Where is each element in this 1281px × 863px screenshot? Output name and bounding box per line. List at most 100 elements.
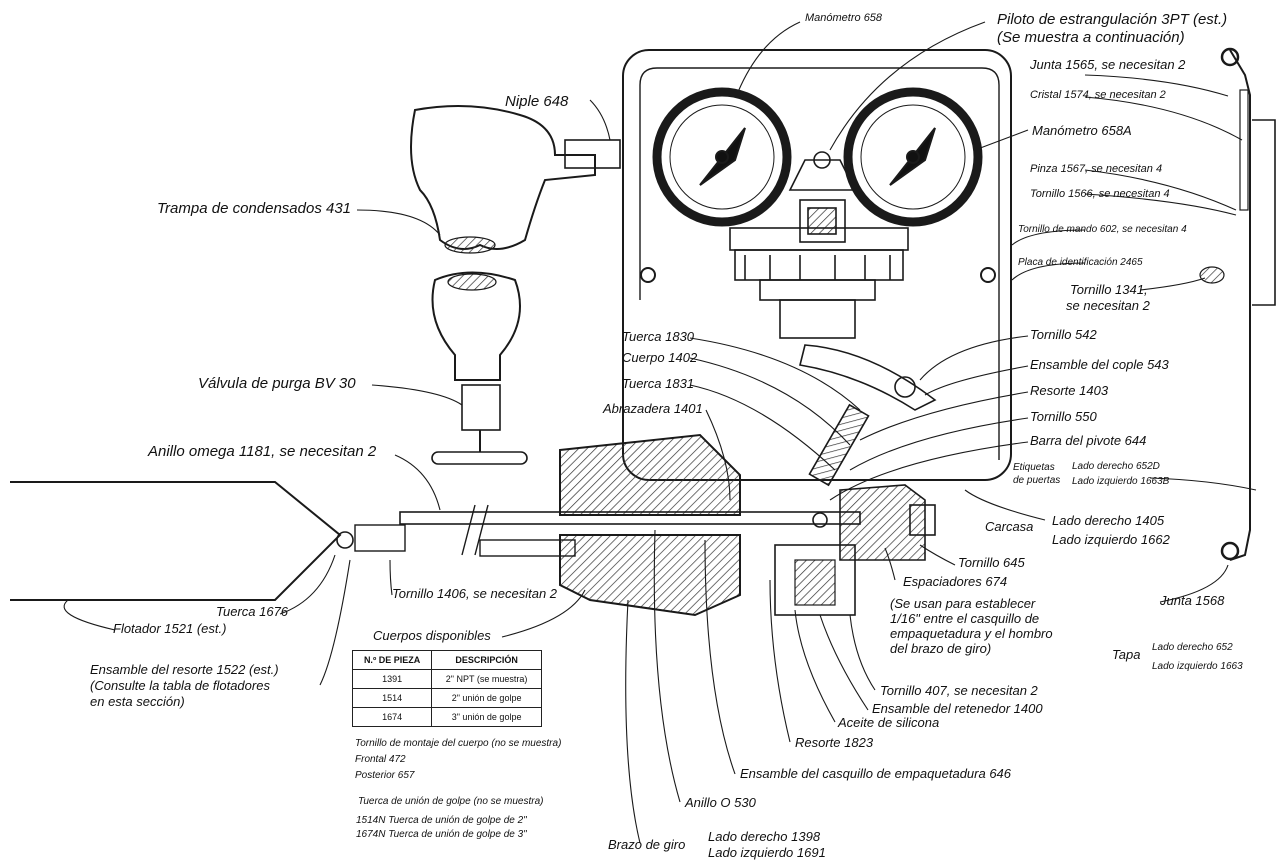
label-tornillo-1341-2: se necesitan 2: [1066, 298, 1150, 313]
cover: [1229, 49, 1251, 561]
label-montaje-1: Tornillo de montaje del cuerpo (no se mu…: [355, 738, 562, 749]
leader-lines: [63, 21, 1257, 844]
label-brazo-giro: Brazo de giro: [608, 837, 686, 852]
spring-1406: [479, 539, 576, 557]
trap-break-bottom: [447, 273, 497, 291]
label-flotador-1521: Flotador 1521 (est.): [113, 621, 227, 636]
body-block: [559, 433, 741, 516]
label-tuerca-1676: Tuerca 1676: [216, 604, 289, 619]
trap-upper: [410, 105, 596, 250]
label-montaje-3: Posterior 657: [355, 770, 415, 781]
table-header-row: N.º DE PIEZA DESCRIPCIÓN: [351, 650, 542, 670]
label-tornillo-1341-1: Tornillo 1341,: [1070, 282, 1148, 297]
screw-1341: [1199, 266, 1225, 284]
nipple-648: [564, 139, 621, 169]
table-row: 1391 2" NPT (se muestra): [351, 669, 542, 689]
table-row: 1674 3" unión de golpe: [351, 707, 542, 727]
shaft-break: [461, 504, 489, 556]
retainer-core: [794, 559, 836, 606]
purge-valve-handle: [431, 451, 528, 465]
label-tornillo-407: Tornillo 407, se necesitan 2: [880, 683, 1038, 698]
label-pinza-1567: Pinza 1567, se necesitan 4: [1030, 163, 1163, 175]
gauge-right: [843, 87, 983, 227]
gauge-left-face: [669, 104, 775, 210]
label-niple: Niple 648: [505, 93, 568, 110]
label-brazo-der: Lado derecho 1398: [708, 829, 821, 844]
cover-gasket-bottom: [1220, 541, 1240, 561]
label-barra-pivote-644: Barra del pivote 644: [1030, 433, 1147, 448]
table-cell-description: 2" NPT (se muestra): [431, 669, 542, 689]
label-tuerca-1831: Tuerca 1831: [622, 376, 695, 391]
label-montaje-2: Frontal 472: [355, 754, 406, 765]
label-tornillo-542: Tornillo 542: [1030, 327, 1097, 342]
retainer: [774, 544, 856, 616]
label-carcasa: Carcasa: [985, 519, 1034, 534]
label-tapa: Tapa: [1112, 647, 1141, 662]
label-carcasa-der: Lado derecho 1405: [1052, 513, 1165, 528]
label-union-3: 1674N Tuerca de unión de golpe de 3": [356, 829, 527, 840]
table-row: 1514 2" unión de golpe: [351, 688, 542, 708]
label-tornillo-550: Tornillo 550: [1030, 409, 1097, 424]
pilot-assembly: [729, 151, 909, 339]
label-lado-izq-1663b: Lado izquierdo 1663B: [1072, 476, 1170, 487]
label-lado-der-652d: Lado derecho 652D: [1072, 461, 1160, 472]
float-nut: [336, 531, 354, 549]
label-trampa-431: Trampa de condensados 431: [157, 200, 352, 217]
cover-flange: [1252, 119, 1276, 306]
label-tornillo-1566: Tornillo 1566, se necesitan 4: [1030, 188, 1170, 200]
label-niple-number: 648: [543, 93, 569, 110]
label-resorte-1823: Resorte 1823: [795, 735, 874, 750]
label-placa-2465: Placa de identificación 2465: [1018, 257, 1143, 268]
label-ensamble-resorte-1: Ensamble del resorte 1522 (est.): [90, 662, 279, 677]
label-ensamble-retenedor: Ensamble del retenedor 1400: [872, 701, 1043, 716]
body-block-lower: [559, 534, 741, 617]
spring-assembly: [354, 524, 406, 552]
purge-valve: [461, 384, 501, 431]
label-manometro-658: Manómetro 658: [805, 12, 883, 24]
label-brazo-izq: Lado izquierdo 1691: [708, 845, 826, 860]
label-ensamble-resorte-3: en esta sección): [90, 694, 185, 709]
table-cell-part: 1674: [351, 707, 433, 727]
bodies-table: N.º DE PIEZA DESCRIPCIÓN 1391 2" NPT (se…: [351, 650, 542, 727]
table-cell-description: 3" unión de golpe: [431, 707, 542, 727]
table-cell-part: 1391: [351, 669, 433, 689]
label-union-2: 1514N Tuerca de unión de golpe de 2": [356, 815, 527, 826]
cover-glass: [1239, 89, 1249, 211]
label-tornillo-645: Tornillo 645: [958, 555, 1025, 570]
case-outline: [622, 49, 1012, 481]
float: [10, 481, 342, 601]
label-aceite-silicona: Aceite de silicona: [838, 715, 940, 730]
label-anillo-omega: Anillo omega 1181, se necesitan 2: [148, 443, 377, 460]
label-etiquetas-2: de puertas: [1013, 475, 1061, 486]
case-hole-right: [980, 267, 996, 283]
label-cuerpos-disponibles: Cuerpos disponibles: [373, 628, 491, 643]
label-carcasa-izq: Lado izquierdo 1662: [1052, 532, 1170, 547]
label-ensamble-resorte-2: (Consulte la tabla de flotadores: [90, 678, 270, 693]
label-abrazadera-1401: Abrazadera 1401: [603, 401, 703, 416]
label-tapa-izq: Lado izquierdo 1663: [1152, 661, 1243, 672]
case-inner-edge: [639, 67, 1000, 460]
label-tapa-der: Lado derecho 652: [1152, 642, 1233, 653]
label-anillo-o-530: Anillo O 530: [685, 795, 756, 810]
table-header-description: DESCRIPCIÓN: [431, 650, 542, 670]
table-header-part: N.º DE PIEZA: [351, 650, 433, 670]
gauge-right-face: [860, 104, 966, 210]
body-right: [839, 484, 926, 561]
label-valvula-bv30: Válvula de purga BV 30: [198, 375, 356, 392]
label-etiquetas-1: Etiquetas: [1013, 462, 1055, 473]
label-espaciadores-nota: (Se usan para establecer 1/16" entre el …: [890, 596, 1053, 656]
trap-break-top: [444, 236, 496, 254]
label-espaciadores-674: Espaciadores 674: [903, 574, 1008, 589]
screw-645: [909, 504, 936, 536]
table-cell-description: 2" unión de golpe: [431, 688, 542, 708]
linkage: [799, 344, 937, 528]
label-cuerpo-1402: Cuerpo 1402: [622, 350, 698, 365]
label-junta-1568: Junta 1568: [1160, 593, 1225, 608]
label-piloto-1: Piloto de estrangulación 3PT (est.): [997, 11, 1228, 28]
label-casquillo-646: Ensamble del casquillo de empaquetadura …: [740, 766, 1012, 781]
label-niple-text: Niple: [505, 93, 540, 110]
label-resorte-1403: Resorte 1403: [1030, 383, 1109, 398]
table-cell-part: 1514: [351, 688, 433, 708]
